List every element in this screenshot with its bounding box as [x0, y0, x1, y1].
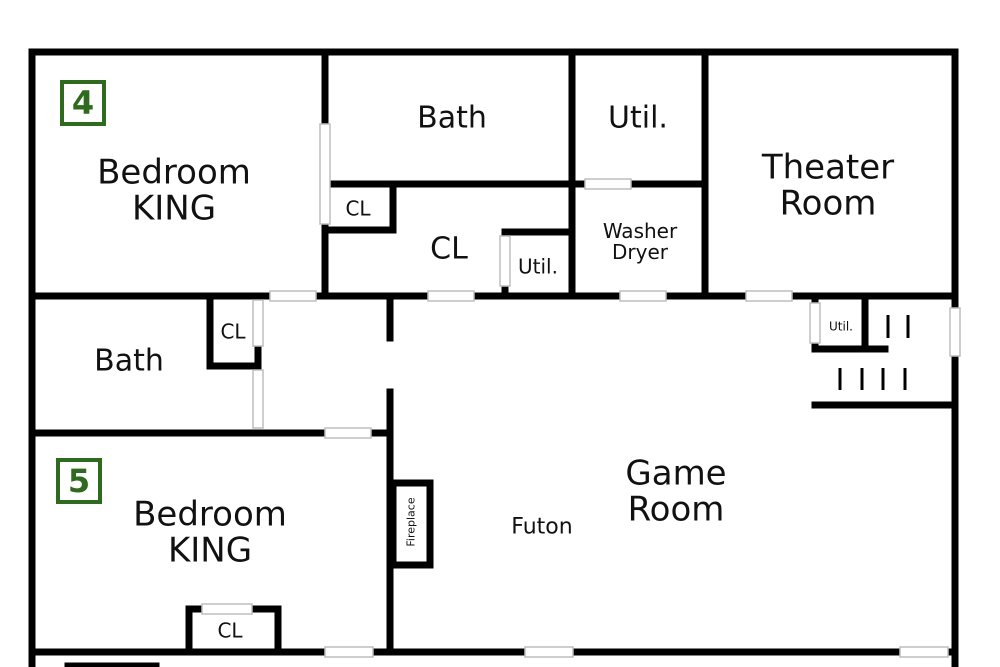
- door-openings: [201, 123, 961, 658]
- fireplace-box: [389, 479, 434, 569]
- util-top-label: Util.: [608, 100, 668, 136]
- closet-mid-label: CL: [430, 231, 468, 267]
- walls: [28, 48, 959, 667]
- bedroom-4-label: Bedroom KING: [97, 152, 251, 228]
- closet-left-label: CL: [220, 319, 246, 344]
- util-right-label: Util.: [829, 319, 853, 334]
- closet-bottom-label: CL: [217, 618, 243, 643]
- washer-dryer-label: Washer Dryer: [602, 219, 678, 264]
- game-room-label: Game Room: [625, 453, 727, 529]
- theater-room-label: Theater Room: [761, 147, 895, 223]
- bath-top-label: Bath: [417, 100, 487, 136]
- bedroom-5-label: Bedroom KING: [133, 494, 287, 570]
- stair-ticks: [838, 315, 910, 390]
- futon-label: Futon: [511, 514, 573, 540]
- wall-cl-small: [321, 180, 397, 234]
- room-number-badge-4: 4: [60, 80, 106, 126]
- bath-left-label: Bath: [94, 343, 164, 379]
- closet-small-top-label: CL: [345, 196, 371, 221]
- fireplace-label: Fireplace: [404, 497, 418, 547]
- util-mid-label: Util.: [518, 254, 558, 279]
- room-number-badge-5: 5: [56, 458, 102, 504]
